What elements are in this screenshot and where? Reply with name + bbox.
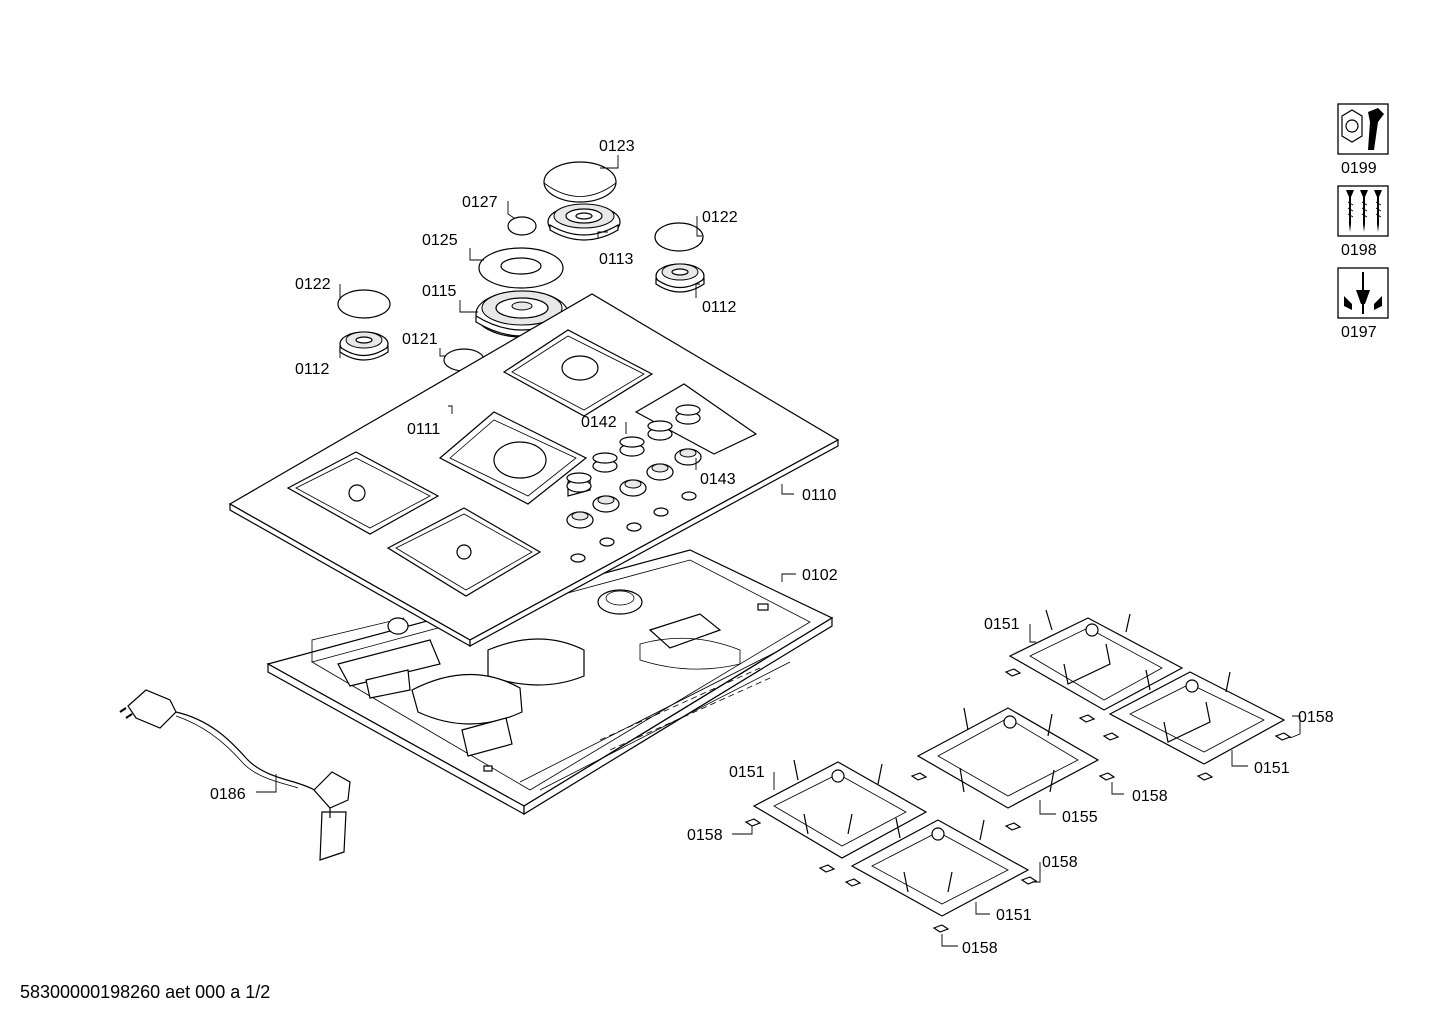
part-0127-center-cap[interactable] — [507, 216, 537, 236]
control-knob-holes — [570, 491, 697, 563]
tool-icon-0199[interactable]: 0199 — [1337, 103, 1389, 177]
part-0112-medium-burner-left[interactable] — [339, 331, 389, 361]
label-0151-top: 0151 — [984, 616, 1020, 633]
part-0112-medium-burner-right[interactable] — [655, 263, 705, 293]
label-0158-center: 0158 — [1132, 788, 1168, 805]
label-0111: 0111 — [407, 421, 440, 438]
label-0122-left: 0122 — [295, 276, 331, 293]
tool-label-0197: 0197 — [1341, 324, 1377, 341]
label-0110: 0110 — [802, 487, 837, 504]
label-0143: 0143 — [700, 471, 736, 488]
label-0112-left: 0112 — [295, 361, 330, 378]
label-0121: 0121 — [402, 331, 438, 348]
tool-icon-0197[interactable]: 0197 — [1337, 267, 1389, 341]
part-0151-pan-support-left[interactable] — [752, 759, 928, 859]
label-0151-bottom: 0151 — [996, 907, 1032, 924]
label-0102: 0102 — [802, 567, 838, 584]
part-0158-rubber-feet[interactable] — [744, 668, 1292, 933]
label-0122-right: 0122 — [702, 209, 738, 226]
part-0142-control-knobs[interactable] — [566, 404, 701, 497]
label-0123: 0123 — [599, 138, 635, 155]
document-footer-id: 58300000198260 aet 000 a 1/2 — [20, 982, 271, 1002]
part-0143-knob-rings[interactable] — [566, 448, 702, 529]
label-0186: 0186 — [210, 786, 246, 803]
leader-lines — [256, 155, 1301, 947]
label-0125: 0125 — [422, 232, 458, 249]
part-0151-pan-support-right[interactable] — [1108, 669, 1286, 765]
screwdriver-icon — [1344, 272, 1382, 314]
part-0122-medium-cap-right[interactable] — [654, 222, 704, 252]
label-0158-right: 0158 — [1298, 709, 1334, 726]
tool-label-0199: 0199 — [1341, 160, 1377, 177]
screws-icon — [1346, 190, 1382, 232]
tool-icon-0198[interactable]: 0198 — [1337, 185, 1389, 259]
label-0151-right: 0151 — [1254, 760, 1290, 777]
part-0123-large-burner-cap[interactable] — [543, 161, 617, 203]
part-0122-medium-cap-left[interactable] — [337, 289, 391, 319]
label-0151-left: 0151 — [729, 764, 765, 781]
label-0127: 0127 — [462, 194, 498, 211]
label-0158-left: 0158 — [687, 827, 723, 844]
nut-wrench-icon — [1341, 108, 1384, 150]
label-0115: 0115 — [422, 283, 457, 300]
part-0125-cap-ring[interactable] — [478, 247, 564, 289]
part-0110-glass-top[interactable] — [228, 293, 840, 648]
part-0151-pan-support-bottom[interactable] — [850, 817, 1030, 917]
tool-label-0198: 0198 — [1341, 242, 1377, 259]
part-0102-base-tray[interactable] — [266, 549, 834, 816]
part-labels: 0123 0127 0122 0125 0113 0122 0115 0112 … — [210, 138, 1334, 957]
label-0158-bottom-right: 0158 — [1042, 854, 1078, 871]
part-0155-wok-pan-support[interactable] — [916, 707, 1100, 809]
label-0112-right: 0112 — [702, 299, 737, 316]
label-0142: 0142 — [581, 414, 617, 431]
part-0151-pan-support-top[interactable] — [1008, 609, 1184, 711]
label-0155: 0155 — [1062, 809, 1098, 826]
label-0113: 0113 — [599, 251, 634, 268]
label-0158-bottom: 0158 — [962, 940, 998, 957]
part-0186-power-cable[interactable] — [119, 689, 351, 861]
part-0113-large-burner[interactable] — [547, 203, 621, 241]
